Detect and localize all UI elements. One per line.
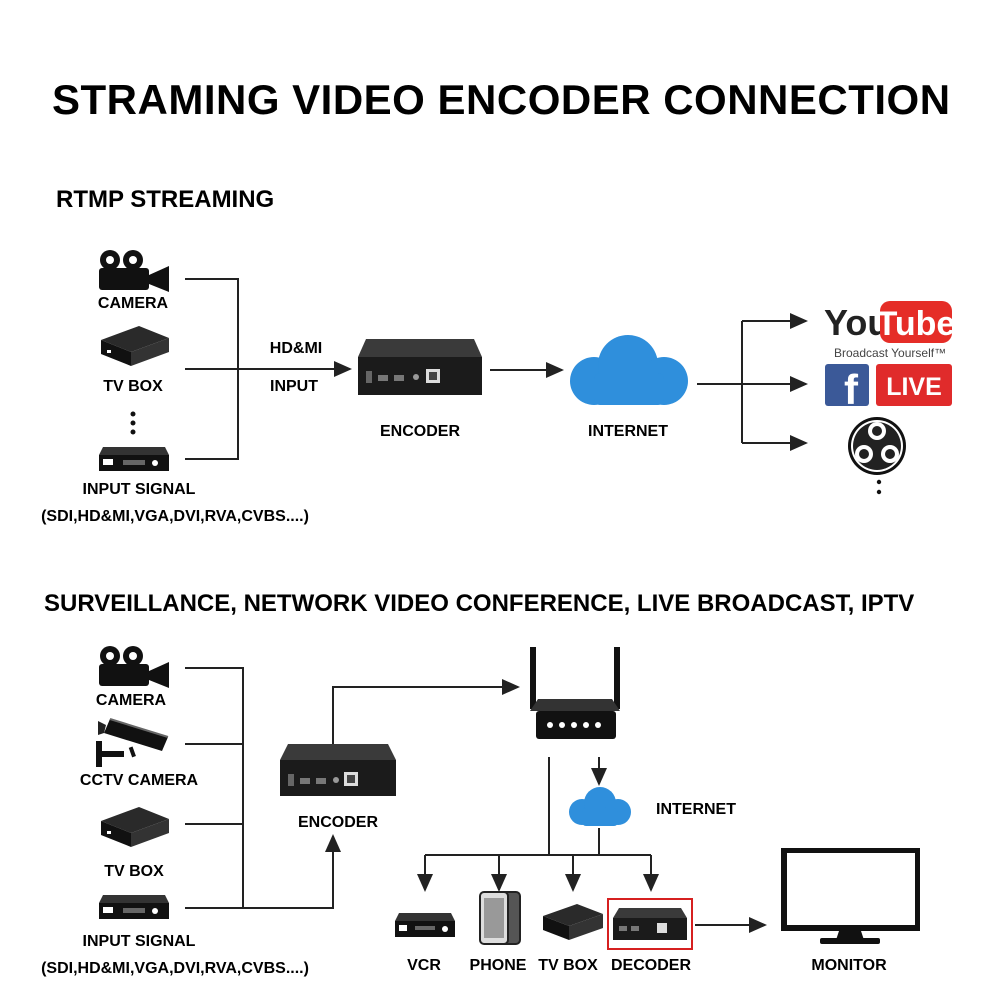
tv-box-icon bbox=[97, 803, 171, 854]
encoder-label: ENCODER bbox=[297, 814, 379, 831]
cctv-camera-label: CCTV CAMERA bbox=[79, 772, 199, 789]
monitor-icon bbox=[780, 847, 921, 953]
facebook-letter: f bbox=[844, 366, 859, 406]
phone-label: PHONE bbox=[469, 957, 527, 974]
vcr-label: VCR bbox=[407, 957, 441, 974]
cctv-camera-icon bbox=[96, 715, 172, 772]
hdmi-input-label-line2: INPUT bbox=[270, 378, 318, 395]
input-signal-label: INPUT SIGNAL bbox=[82, 481, 196, 498]
decoder-device-icon bbox=[607, 898, 693, 950]
live-badge: LIVE bbox=[876, 364, 952, 411]
surveillance-heading: SURVEILLANCE, NETWORK VIDEO CONFERENCE, … bbox=[44, 590, 915, 617]
camera-label: CAMERA bbox=[97, 295, 169, 312]
input-signal-types: (SDI,HD&MI,VGA,DVI,RVA,CVBS....) bbox=[41, 960, 309, 977]
input-signal-device-icon bbox=[97, 893, 171, 926]
youtube-tagline: Broadcast Yourself™ bbox=[834, 346, 946, 360]
input-signal-label: INPUT SIGNAL bbox=[82, 933, 196, 950]
input-signal-device-icon bbox=[97, 445, 171, 478]
cloud-icon bbox=[566, 786, 634, 833]
phone-icon bbox=[478, 890, 522, 951]
tv-box-label: TV BOX bbox=[538, 957, 598, 974]
decoder-label: DECODER bbox=[610, 957, 692, 974]
rtmp-heading: RTMP STREAMING bbox=[56, 186, 275, 213]
internet-label: INTERNET bbox=[588, 423, 668, 440]
internet-label: INTERNET bbox=[656, 801, 736, 818]
vcr-icon bbox=[393, 911, 457, 946]
camera-icon bbox=[97, 644, 171, 693]
camera-label: CAMERA bbox=[95, 692, 167, 709]
facebook-icon: f bbox=[825, 364, 869, 413]
cloud-icon bbox=[564, 333, 696, 416]
monitor-label: MONITOR bbox=[811, 957, 887, 974]
input-signal-types: (SDI,HD&MI,VGA,DVI,RVA,CVBS....) bbox=[41, 508, 309, 525]
encoder-label: ENCODER bbox=[379, 423, 461, 440]
youtube-logo: You Tube Broadcast Yourself™ bbox=[824, 297, 955, 366]
encoder-device-icon bbox=[354, 335, 486, 410]
tv-box-icon bbox=[97, 322, 171, 373]
router-icon bbox=[520, 645, 630, 750]
tv-box-icon bbox=[539, 900, 605, 947]
camera-icon bbox=[97, 248, 171, 297]
youtube-logo-you: You bbox=[824, 302, 889, 343]
tv-box-label: TV BOX bbox=[103, 378, 163, 395]
live-badge-text: LIVE bbox=[886, 373, 942, 401]
obs-logo-icon bbox=[846, 416, 908, 481]
tv-box-label: TV BOX bbox=[104, 863, 164, 880]
hdmi-input-label-line1: HD&MI bbox=[269, 340, 323, 357]
youtube-logo-tube: Tube bbox=[877, 305, 954, 343]
encoder-device-icon bbox=[276, 740, 400, 811]
page-title: STRAMING VIDEO ENCODER CONNECTION bbox=[52, 76, 951, 123]
